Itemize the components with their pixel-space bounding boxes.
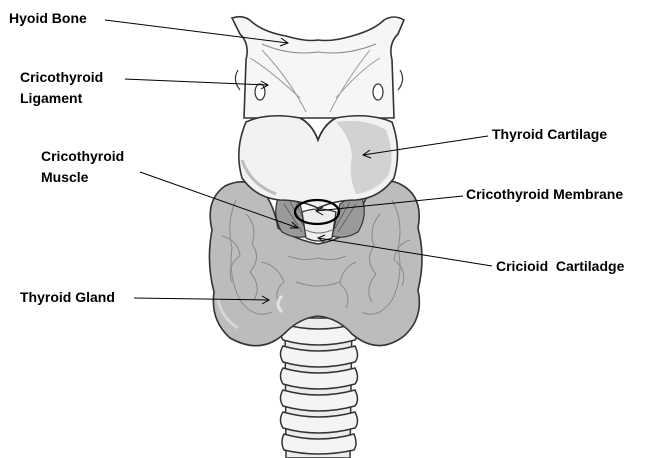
label-cricothyroid-ligament-line1: Cricothyroid <box>20 67 103 88</box>
label-cricothyroid-muscle-line1: Cricothyroid <box>41 146 124 167</box>
label-thyroid-gland: Thyroid Gland <box>20 287 115 308</box>
label-thyroid-cartilage: Thyroid Cartilage <box>492 124 607 145</box>
label-hyoid-bone: Hyoid Bone <box>9 8 87 29</box>
label-cricothyroid-muscle-line2: Muscle <box>41 167 124 188</box>
label-cricothyroid-muscle: Cricothyroid Muscle <box>41 146 124 188</box>
label-cricothyroid-ligament-line2: Ligament <box>20 88 103 109</box>
thyroid-cartilage <box>239 116 398 208</box>
label-cricoid-cartilage: Cricioid Cartiladge <box>496 256 624 277</box>
trachea <box>281 318 358 458</box>
label-cricothyroid-ligament: Cricothyroid Ligament <box>20 67 103 109</box>
hyoid-and-ligament <box>232 17 404 118</box>
label-cricothyroid-membrane: Cricothyroid Membrane <box>466 184 623 205</box>
